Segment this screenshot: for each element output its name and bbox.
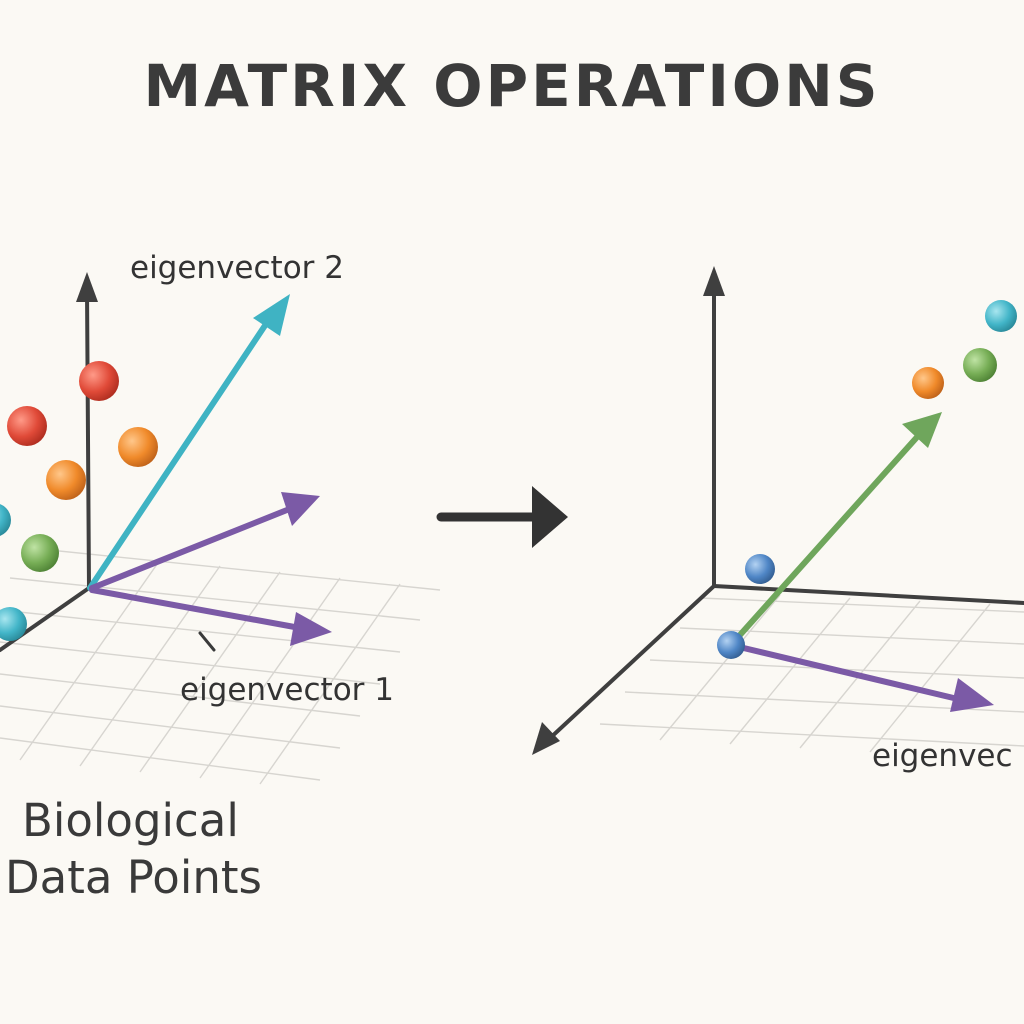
data-point-red [79, 361, 119, 401]
data-point-teal [0, 607, 27, 641]
right-panel: eigenvec [532, 266, 1024, 774]
left-floor-grid [0, 547, 441, 785]
transform-arrow-icon [436, 486, 568, 548]
right-eigenvector-arrow [728, 642, 965, 703]
data-point-teal [0, 504, 11, 536]
caption-line-2: Data Points [5, 851, 262, 904]
right-eigenvector-label: eigenvec [872, 738, 1013, 774]
data-point-red [7, 406, 47, 446]
right-floor-grid [599, 594, 1024, 753]
right-x-axis [546, 584, 716, 742]
right-x-axis-arrowhead [532, 722, 560, 755]
data-point-blue [717, 631, 745, 659]
left-eigenvector-1-arrow [89, 587, 303, 631]
label-pointer-line [198, 631, 216, 652]
right-green-arrow [728, 433, 921, 648]
data-point-orange [118, 427, 158, 467]
data-point-orange [912, 367, 944, 399]
left-panel: eigenvector 2 eigenvector 1 Biological D… [0, 250, 441, 904]
data-point-teal [985, 300, 1017, 332]
right-z-axis-arrowhead [703, 266, 725, 296]
data-point-orange [46, 460, 86, 500]
eigenvector-2-label: eigenvector 2 [130, 250, 344, 286]
data-point-blue [745, 554, 775, 584]
caption-line-1: Biological [22, 794, 239, 847]
data-point-green [963, 348, 997, 382]
left-eigenvector-1-arrowhead [290, 612, 332, 646]
left-z-axis [85, 288, 91, 590]
left-eigenvector-2-arrow [87, 315, 273, 591]
left-eigenvector-2-arrowhead [253, 294, 290, 336]
right-eigenvector-arrowhead [950, 678, 994, 712]
page-title: MATRIX OPERATIONS [143, 52, 880, 120]
right-green-arrowhead [902, 412, 942, 448]
left-purple-arrow-upper [89, 505, 295, 591]
left-purple-arrow-upper-arrowhead [281, 492, 320, 526]
data-point-green [21, 534, 59, 572]
left-z-axis-arrowhead [76, 272, 98, 302]
right-y-axis [712, 584, 1024, 605]
eigenvector-1-label: eigenvector 1 [180, 672, 394, 708]
